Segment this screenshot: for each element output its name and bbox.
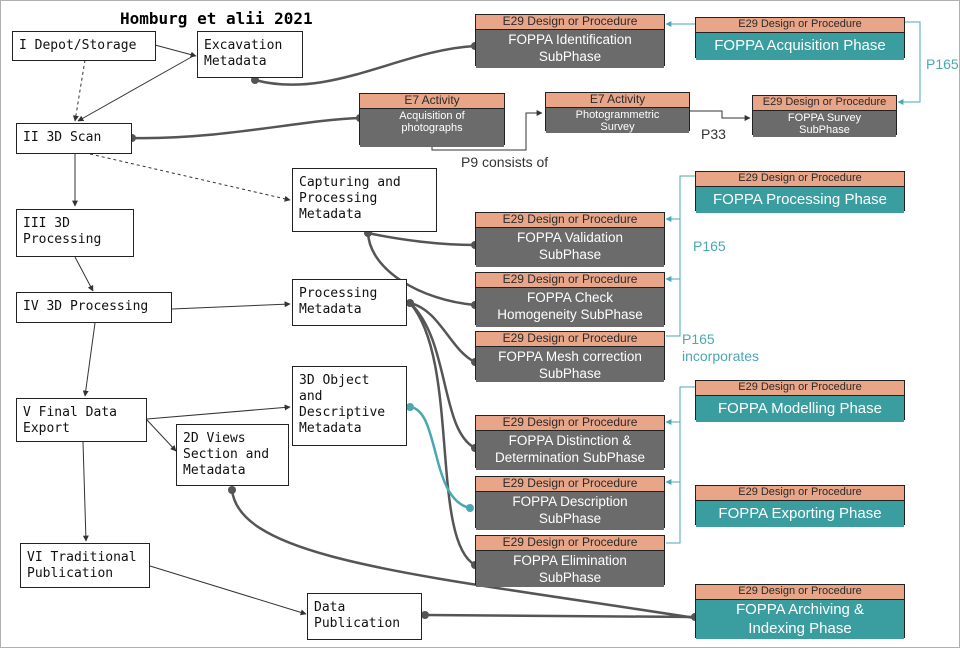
edge-label-p9-consists-of: P9 consists of xyxy=(461,154,549,170)
metadata-data-publication[interactable]: Data Publication xyxy=(307,593,422,640)
entity-name: FOPPA Exporting Phase xyxy=(696,501,904,527)
entity-name: Photogrammetric Survey xyxy=(546,108,689,133)
teal-dots xyxy=(406,403,474,512)
metadata-processing[interactable]: Processing Metadata xyxy=(292,279,407,326)
entity-name: FOPPA Description SubPhase xyxy=(476,492,664,530)
entity-type: E7 Activity xyxy=(546,93,689,108)
entity-acquisition-photographs[interactable]: E7 Activity Acquisition of photographs xyxy=(359,93,505,147)
entity-type: E29 Design or Procedure xyxy=(696,18,904,33)
entity-type: E29 Design or Procedure xyxy=(476,477,664,492)
phase-3d-scan[interactable]: II 3D Scan xyxy=(16,123,132,154)
entity-identification-subphase[interactable]: E29 Design or Procedure FOPPA Identifica… xyxy=(475,14,665,68)
edge-label-p165-low: P165 xyxy=(682,331,715,347)
entity-name: FOPPA Distinction & Determination SubPha… xyxy=(476,431,664,470)
entity-type: E29 Design or Procedure xyxy=(696,381,904,396)
description-link xyxy=(409,405,471,510)
edge-label-p165-top: P165 xyxy=(926,56,959,72)
entity-validation-subphase[interactable]: E29 Design or Procedure FOPPA Validation… xyxy=(475,212,665,267)
metadata-3d-object-descriptive[interactable]: 3D Object and Descriptive Metadata xyxy=(292,366,407,446)
entity-type: E29 Design or Procedure xyxy=(696,486,904,501)
entity-name: FOPPA Identification SubPhase xyxy=(476,30,664,68)
metadata-2d-views[interactable]: 2D Views Section and Metadata xyxy=(176,424,289,486)
entity-type: E29 Design or Procedure xyxy=(476,416,664,431)
entity-type: E29 Design or Procedure xyxy=(696,585,904,600)
entity-type: E29 Design or Procedure xyxy=(476,15,664,30)
entity-name: Acquisition of photographs xyxy=(360,109,504,147)
edge-label-p33: P33 xyxy=(701,126,726,142)
entity-survey-subphase[interactable]: E29 Design or Procedure FOPPA Survey Sub… xyxy=(752,95,897,137)
entity-type: E29 Design or Procedure xyxy=(476,273,664,288)
diagram-title: Homburg et alii 2021 xyxy=(120,9,313,28)
phase-depot-storage[interactable]: I Depot/Storage xyxy=(12,31,156,61)
entity-type: E29 Design or Procedure xyxy=(753,96,896,111)
entity-type: E29 Design or Procedure xyxy=(476,536,664,551)
entity-name: FOPPA Archiving & Indexing Phase xyxy=(696,600,904,639)
phase-traditional-publication[interactable]: VI Traditional Publication xyxy=(20,543,150,588)
entity-distinction-determination-subphase[interactable]: E29 Design or Procedure FOPPA Distinctio… xyxy=(475,415,665,470)
entity-type: E7 Activity xyxy=(360,94,504,109)
edge-label-p165-mid: P165 xyxy=(693,238,726,254)
entity-type: E29 Design or Procedure xyxy=(476,213,664,228)
entity-type: E29 Design or Procedure xyxy=(476,332,664,347)
phase-final-data-export[interactable]: V Final Data Export xyxy=(16,398,147,442)
entity-name: FOPPA Processing Phase xyxy=(696,187,904,213)
entity-type: E29 Design or Procedure xyxy=(696,172,904,187)
p165-connectors xyxy=(665,21,921,544)
entity-name: FOPPA Check Homogeneity SubPhase xyxy=(476,288,664,327)
entity-description-subphase[interactable]: E29 Design or Procedure FOPPA Descriptio… xyxy=(475,476,665,530)
entity-name: FOPPA Modelling Phase xyxy=(696,396,904,422)
entity-acquisition-phase[interactable]: E29 Design or Procedure FOPPA Acquisitio… xyxy=(695,17,905,60)
entity-exporting-phase[interactable]: E29 Design or Procedure FOPPA Exporting … xyxy=(695,485,905,527)
phase-3d-processing-iv[interactable]: IV 3D Processing xyxy=(16,292,172,323)
entity-processing-phase[interactable]: E29 Design or Procedure FOPPA Processing… xyxy=(695,171,905,213)
metadata-capturing-processing[interactable]: Capturing and Processing Metadata xyxy=(292,168,437,232)
metadata-excavation[interactable]: Excavation Metadata xyxy=(197,31,303,78)
documentation-curves xyxy=(131,44,696,620)
entity-check-homogeneity-subphase[interactable]: E29 Design or Procedure FOPPA Check Homo… xyxy=(475,272,665,327)
entity-name: FOPPA Survey SubPhase xyxy=(753,111,896,137)
workflow-arrows xyxy=(72,44,751,616)
entity-name: FOPPA Validation SubPhase xyxy=(476,228,664,267)
entity-modelling-phase[interactable]: E29 Design or Procedure FOPPA Modelling … xyxy=(695,380,905,422)
entity-name: FOPPA Mesh correction SubPhase xyxy=(476,347,664,382)
entity-mesh-correction-subphase[interactable]: E29 Design or Procedure FOPPA Mesh corre… xyxy=(475,331,665,382)
edge-label-incorporates: incorporates xyxy=(682,348,760,364)
phase-3d-processing-iii[interactable]: III 3D Processing xyxy=(16,209,134,257)
entity-archiving-indexing-phase[interactable]: E29 Design or Procedure FOPPA Archiving … xyxy=(695,584,905,639)
entity-photogrammetric-survey[interactable]: E7 Activity Photogrammetric Survey xyxy=(545,92,690,133)
entity-elimination-subphase[interactable]: E29 Design or Procedure FOPPA Eliminatio… xyxy=(475,535,665,587)
entity-name: FOPPA Elimination SubPhase xyxy=(476,551,664,587)
entity-name: FOPPA Acquisition Phase xyxy=(696,33,904,60)
